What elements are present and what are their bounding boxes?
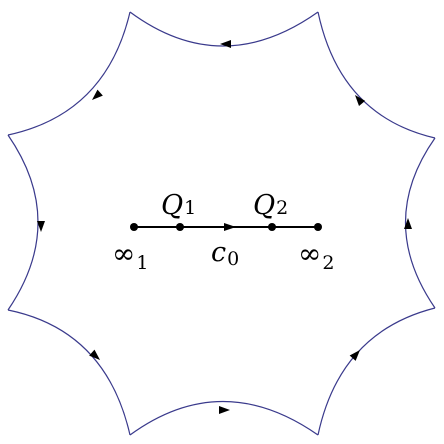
boundary-arrows (37, 40, 412, 414)
label-infinity-2: ∞2 (298, 237, 334, 274)
arrow-top-right (355, 95, 366, 106)
label-Q1-main: Q (161, 190, 183, 221)
label-infinity-1-main: ∞ (112, 237, 135, 270)
label-Q1: Q1 (161, 190, 196, 221)
label-Q1-sub: 1 (184, 197, 196, 219)
point-Q1 (176, 223, 184, 231)
label-infinity-1-sub: 1 (136, 252, 148, 274)
boundary-arc-top (129, 11, 319, 47)
arrow-left (37, 221, 45, 232)
arrow-bottom (219, 406, 230, 414)
label-infinity-2-main: ∞ (298, 237, 321, 270)
boundary-arc-left (7, 134, 39, 311)
boundary-arc-bottom-left (7, 309, 131, 436)
label-c0-sub: 0 (227, 248, 239, 270)
label-infinity-2-sub: 2 (322, 252, 334, 274)
point-infinity-1 (130, 223, 138, 231)
segment: Q1 Q2 ∞1 c0 ∞2 (112, 190, 334, 274)
arrow-right (404, 218, 412, 229)
boundary-arc-top-right (317, 11, 436, 139)
label-c0-main: c (211, 237, 226, 268)
label-Q2: Q2 (253, 190, 288, 221)
arrow-top (220, 40, 231, 48)
label-Q2-sub: 2 (276, 197, 288, 219)
label-Q2-main: Q (253, 190, 275, 221)
point-infinity-2 (314, 223, 322, 231)
label-c0: c0 (211, 237, 239, 270)
point-Q2 (268, 223, 276, 231)
arrow-bottom-right (349, 350, 360, 361)
boundary (7, 11, 436, 436)
boundary-arc-bottom-right (317, 307, 436, 436)
label-infinity-1: ∞1 (112, 237, 148, 274)
arrow-bottom-left (89, 349, 100, 360)
boundary-arc-top-left (7, 11, 131, 136)
boundary-arc-bottom (129, 401, 319, 436)
boundary-arc-right (404, 137, 436, 309)
segment-direction-arrow (224, 223, 236, 231)
arrow-top-left (92, 89, 103, 100)
